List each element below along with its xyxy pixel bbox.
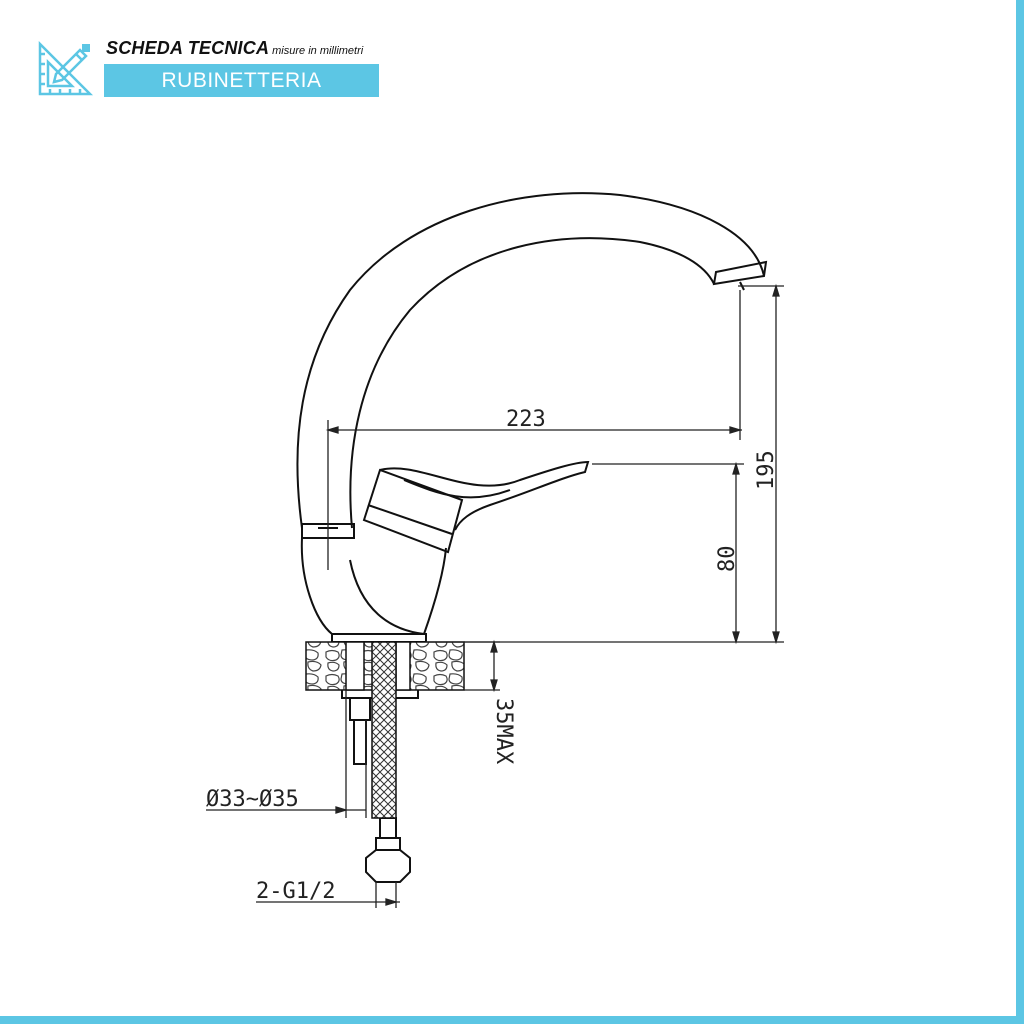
dimension-lines	[206, 283, 784, 908]
sheet-title: SCHEDA TECNICA	[106, 38, 270, 58]
frame-bottom-border	[0, 1016, 1024, 1024]
units-note: misure in millimetri	[272, 45, 364, 57]
faucet-outline	[296, 192, 768, 883]
category-label: RUBINETTERIA	[161, 68, 322, 92]
dim-total-height: 195	[754, 450, 779, 490]
dim-lever-height: 80	[715, 546, 740, 573]
dim-hose-connection: 2-G1/2	[256, 879, 335, 904]
ruler-pencil-icon	[38, 40, 94, 96]
dim-hole-diameter: Ø33~Ø35	[206, 787, 299, 812]
frame-right-border	[1016, 0, 1024, 1024]
dim-spout-reach: 223	[506, 407, 546, 432]
dim-counter-thickness: 35MAX	[491, 698, 516, 765]
category-band: RUBINETTERIA	[104, 64, 379, 97]
braided-hose	[371, 641, 397, 819]
